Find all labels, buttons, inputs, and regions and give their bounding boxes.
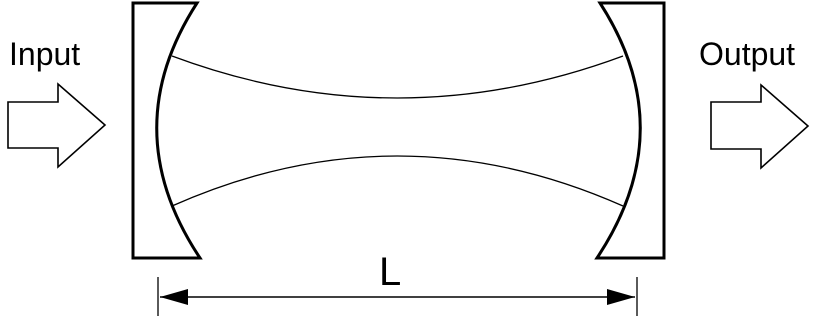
beam-upper-edge [171,55,624,99]
output-arrow [710,83,810,170]
input-label: Input [9,36,81,72]
output-label: Output [699,36,796,72]
left-arrowhead [160,289,188,305]
right-arrowhead [607,289,635,305]
input-arrow [7,82,107,169]
cavity-length-label: L [379,250,402,294]
right-mirror [594,1,666,260]
beam-lower-edge [171,155,624,207]
left-mirror [131,1,203,260]
